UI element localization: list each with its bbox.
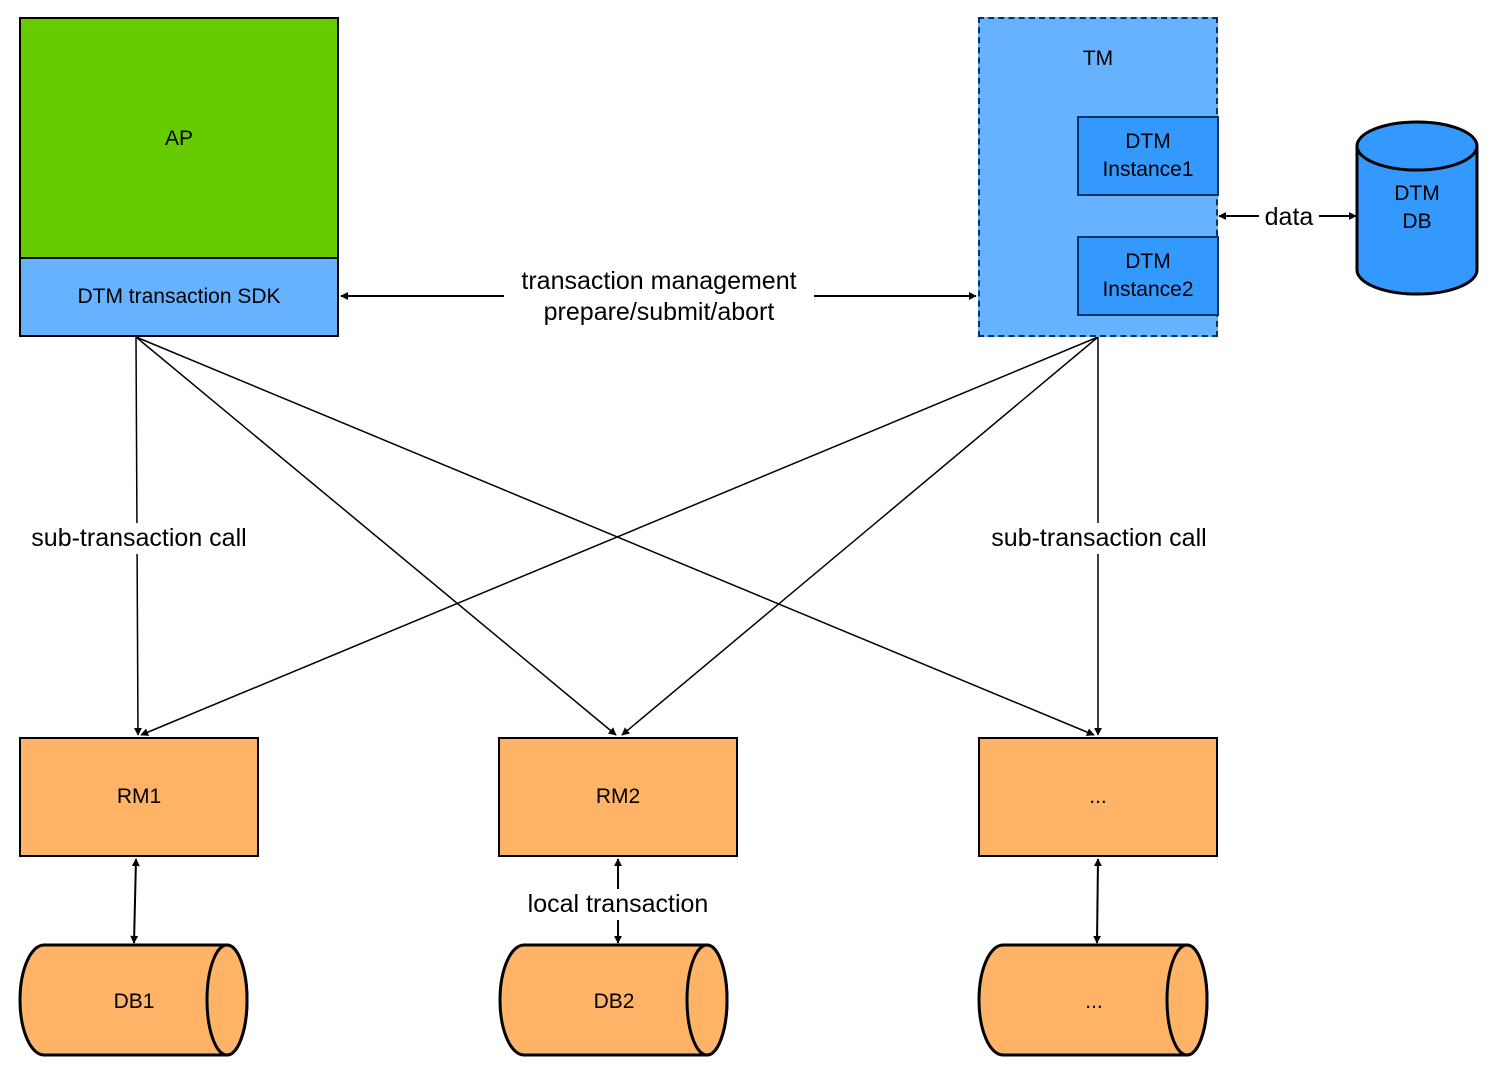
rm1-box: RM1: [19, 737, 259, 857]
sub-transaction-call-right-label: sub-transaction call: [977, 523, 1221, 554]
sub-transaction-call-left-label: sub-transaction call: [17, 523, 261, 554]
rm1-label: RM1: [116, 785, 162, 808]
db3-cylinder: [977, 943, 1209, 1057]
db2-label: DB2: [593, 990, 635, 1013]
local-transaction-label: local transaction: [514, 889, 722, 920]
dtm-db-cylinder: [1355, 120, 1479, 296]
edge-tm-rm1: [140, 336, 1099, 736]
rm3-label: ...: [1089, 785, 1107, 808]
db1-cylinder: [18, 943, 249, 1057]
edge-sdk-rm3: [135, 336, 1095, 736]
db1-label: DB1: [113, 990, 155, 1013]
dtm-sdk-box: DTM transaction SDK: [19, 257, 339, 337]
ap-box: AP: [19, 17, 339, 258]
ap-label: AP: [164, 126, 193, 150]
data-label: data: [1259, 202, 1319, 233]
rm3-box: ...: [978, 737, 1218, 857]
edge-rm1-db1: [130, 858, 140, 944]
edge-rm3-db3: [1093, 858, 1102, 944]
db3-label: ...: [1085, 990, 1103, 1013]
rm2-box: RM2: [498, 737, 738, 857]
sdk-label: DTM transaction SDK: [77, 285, 281, 308]
edge-sdk-rm2: [135, 336, 617, 736]
rm2-label: RM2: [595, 785, 641, 808]
edge-tm-rm2: [621, 336, 1099, 736]
db2-cylinder: [498, 943, 729, 1057]
tm-label: TM: [1082, 47, 1114, 70]
